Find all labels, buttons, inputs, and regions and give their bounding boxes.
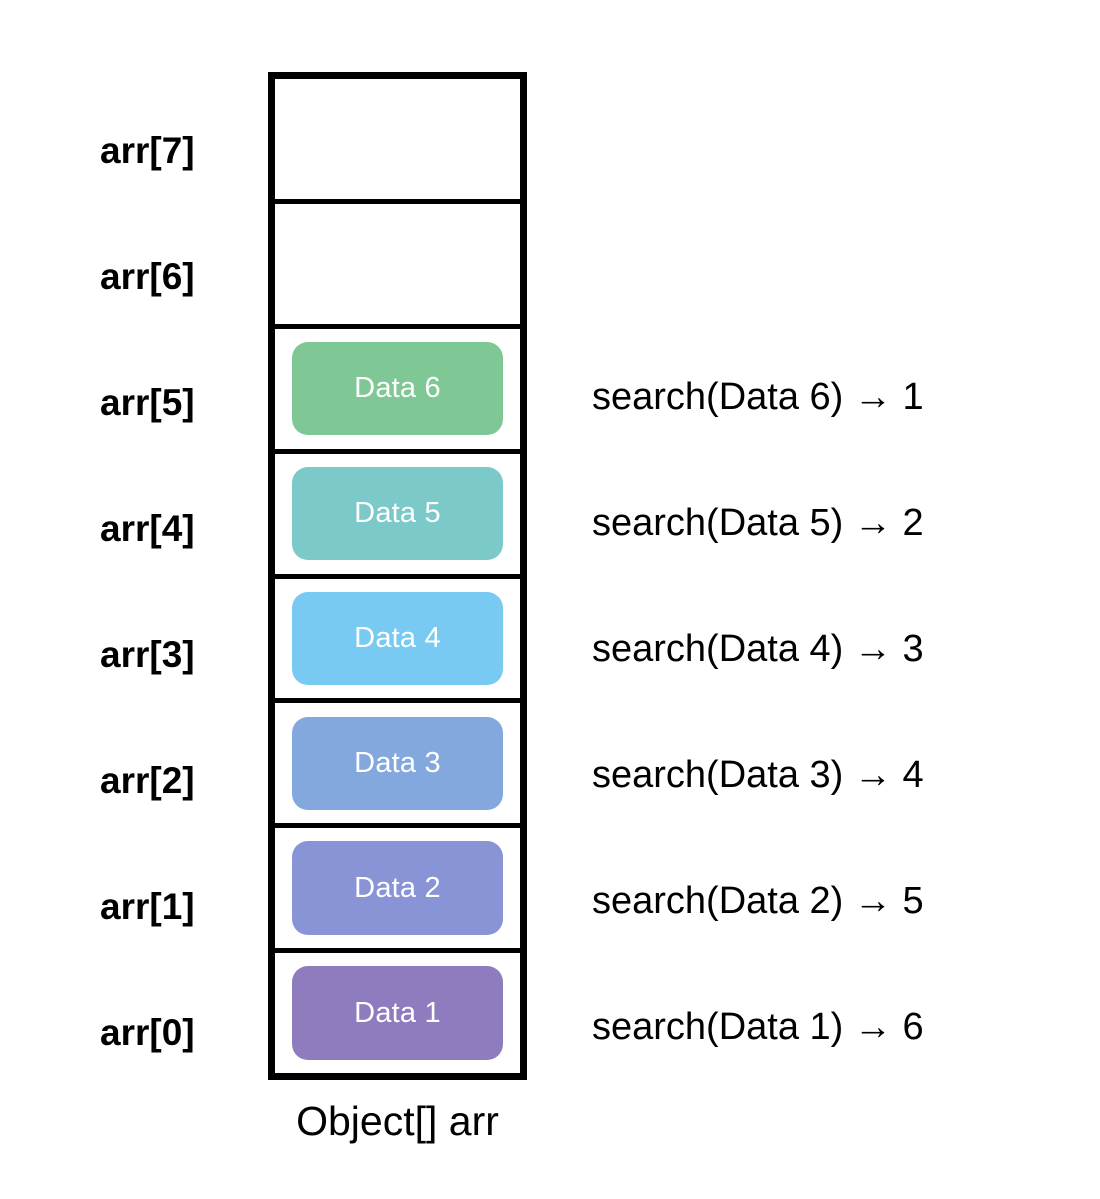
index-label-arr7: arr[7] [100,130,195,171]
array-cell-3: Data 4 [275,579,520,704]
search-annotation-data-5: search(Data 5) → 2 [592,502,924,544]
data-pill-data-2: Data 2 [292,841,503,935]
data-pill-data-1: Data 1 [292,966,503,1060]
search-annotation-data-1: search(Data 1) → 6 [592,1006,924,1048]
data-pill-data-6: Data 6 [292,341,503,436]
index-label-arr6: arr[6] [100,256,195,297]
array-cell-6 [275,204,520,329]
search-annotation-data-6: search(Data 6) → 1 [592,376,924,418]
array-cell-0: Data 1 [275,953,520,1073]
data-pill-data-3: Data 3 [292,716,503,811]
array-cell-2: Data 3 [275,703,520,829]
index-label-arr4: arr[4] [100,508,195,549]
array-caption: Object[] arr [296,1098,499,1144]
array-cell-5: Data 6 [275,329,520,454]
index-label-arr0: arr[0] [100,1012,195,1053]
index-label-arr5: arr[5] [100,382,195,423]
array-slot-empty-6 [292,217,503,311]
array-cell-7 [275,79,520,204]
array-slot-empty-7 [292,92,503,186]
data-pill-data-5: Data 5 [292,466,503,561]
index-label-arr2: arr[2] [100,760,195,801]
search-annotation-data-2: search(Data 2) → 5 [592,880,924,922]
index-label-arr1: arr[1] [100,886,195,927]
index-label-arr3: arr[3] [100,634,195,675]
data-pill-data-4: Data 4 [292,591,503,686]
array-cell-1: Data 2 [275,828,520,954]
search-annotation-data-3: search(Data 3) → 4 [592,754,924,796]
array-container: Data 6 Data 5 Data 4 Data 3 Data 2 Data … [268,72,527,1080]
search-annotation-data-4: search(Data 4) → 3 [592,628,924,670]
array-cell-4: Data 5 [275,454,520,579]
